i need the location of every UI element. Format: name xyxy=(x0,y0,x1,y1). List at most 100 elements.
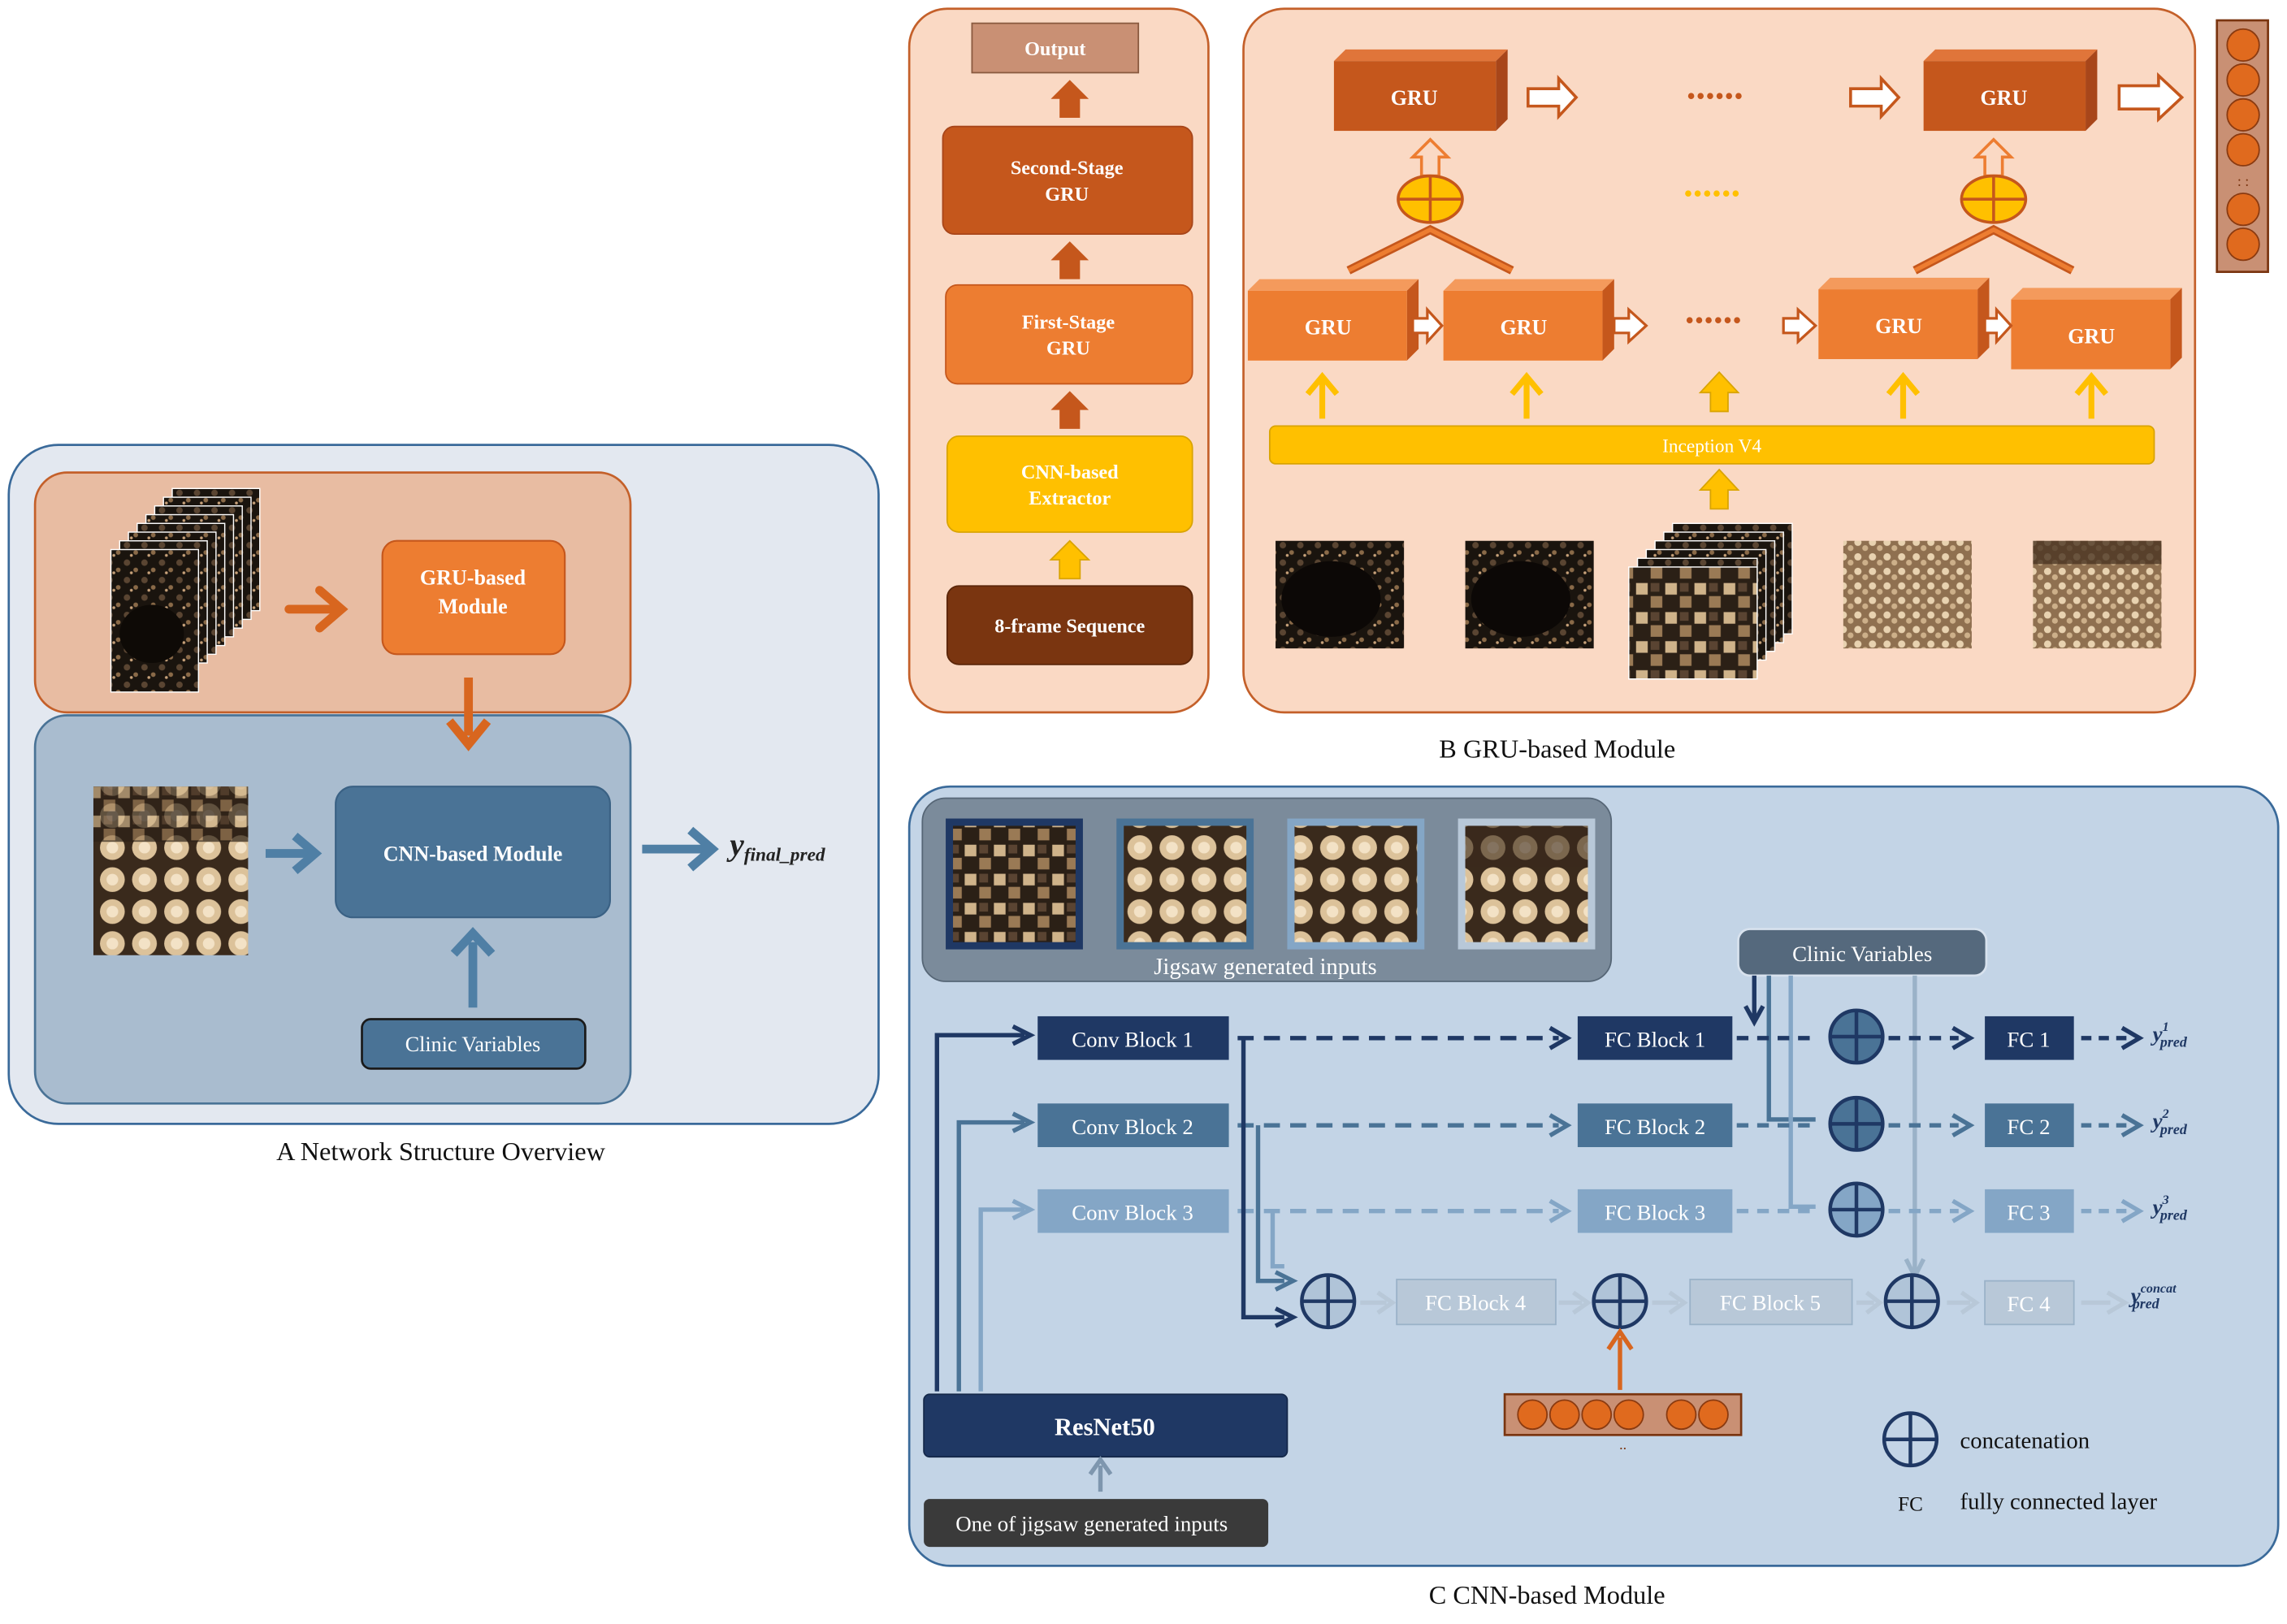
fc-block-5-label: FC Block 5 xyxy=(1720,1290,1821,1314)
frame-image xyxy=(1843,540,1972,649)
ellipsis: ...... xyxy=(1687,66,1743,108)
frame-images xyxy=(1276,522,2162,680)
clinic-vector: .. xyxy=(1503,1392,1743,1453)
first-stage-gru-row: GRU GRU GRU GRU xyxy=(1247,277,2182,370)
fc-4-label: FC 4 xyxy=(2007,1292,2051,1316)
gru-cube: GRU xyxy=(1443,279,1614,361)
concat-node xyxy=(1300,1273,1357,1330)
stack-second-gru-box xyxy=(942,125,1193,236)
input-box xyxy=(924,1499,1269,1548)
jigsaw-thumb xyxy=(1294,825,1418,942)
stack-sequence-box xyxy=(946,585,1193,665)
jigsaw-inputs-box xyxy=(921,797,1613,982)
panel-a-caption: A Network Structure Overview xyxy=(276,1137,606,1166)
fc-block-3 xyxy=(1577,1189,1733,1233)
fc-2-label: FC 2 xyxy=(2007,1115,2050,1139)
input-label: One of jigsaw generated inputs xyxy=(955,1511,1228,1535)
clinic-variables-label: Clinic Variables xyxy=(1792,942,1932,966)
ultrasound-frame-stack xyxy=(110,487,261,693)
conv-block-3-label: Conv Block 3 xyxy=(1072,1201,1193,1225)
concat-legend-icon xyxy=(1882,1411,1939,1468)
fc-2 xyxy=(1985,1103,2074,1147)
cnn-module-box xyxy=(335,786,611,919)
stack-output-box xyxy=(971,22,1140,74)
feature-block-arrow xyxy=(1698,370,1740,413)
final-pred-output: yfinal_pred xyxy=(726,826,825,865)
arrow-clinic-up xyxy=(450,927,496,1008)
lower-arrows xyxy=(1360,1290,1981,1315)
panel-c: Jigsaw generated inputs Clinic Variables… xyxy=(907,785,2280,1609)
gru-hidden-arrow xyxy=(1527,75,1579,120)
fc-3-label: FC 3 xyxy=(2007,1201,2050,1225)
dashed-arrowheads xyxy=(1548,1025,1572,1223)
jigsaw-thumbnails xyxy=(946,818,1596,950)
fc-block-2-label: FC Block 2 xyxy=(1605,1115,1705,1139)
gru-label: GRU xyxy=(2068,324,2115,348)
fc-block-1 xyxy=(1577,1016,1733,1060)
gru-label: GRU xyxy=(1501,316,1548,340)
conv-block-3 xyxy=(1037,1189,1229,1233)
lower-branch-lines xyxy=(1241,1037,1298,1328)
gru-final-arrow xyxy=(2117,71,2185,123)
stack-first-gru-box xyxy=(945,284,1193,385)
concat-nodes xyxy=(1828,1008,1885,1238)
arrow-to-output xyxy=(642,826,719,872)
ellipsis: ...... xyxy=(1685,289,1742,331)
stack-cnn-extractor-box xyxy=(946,435,1193,533)
inception-input-arrow xyxy=(1698,468,1740,510)
gru-hidden-arrow xyxy=(1613,306,1648,345)
resnet-feed-lines xyxy=(934,1024,1036,1392)
fc-1 xyxy=(1985,1016,2074,1060)
fc-block-2 xyxy=(1577,1103,1733,1147)
gru-label: GRU xyxy=(1981,86,2028,110)
conv-block-1-label: Conv Block 1 xyxy=(1072,1028,1193,1052)
gru-label: GRU xyxy=(1391,86,1438,110)
gru-label: GRU xyxy=(1875,314,1922,338)
clinic-vector-arrow xyxy=(1606,1327,1634,1390)
panel-c-caption: C CNN-based Module xyxy=(1429,1580,1665,1609)
clinic-variables-box xyxy=(1737,928,1988,977)
concat-node xyxy=(1828,1008,1885,1065)
clinic-variables-label: Clinic Variables xyxy=(405,1033,541,1056)
gru-cube: GRU xyxy=(1247,279,1419,361)
legend-concatenation: concatenation xyxy=(1960,1427,2090,1453)
fc-block-3-label: FC Block 3 xyxy=(1605,1201,1705,1225)
gru-cube: GRU xyxy=(1818,277,1990,360)
clinic-variables-box xyxy=(361,1018,587,1070)
concat-node xyxy=(1828,1181,1885,1238)
concat-node xyxy=(1883,1273,1940,1330)
panel-b-caption: B GRU-based Module xyxy=(1439,734,1675,763)
gru-hidden-arrow xyxy=(1849,75,1901,120)
vector-dots: : : xyxy=(2237,173,2249,189)
fc-4 xyxy=(1984,1280,2075,1326)
stack-sequence-label: 8-frame Sequence xyxy=(994,616,1145,638)
gru-hidden-arrow xyxy=(1983,306,2013,345)
resnet50-box xyxy=(923,1393,1289,1458)
jigsaw-label: Jigsaw generated inputs xyxy=(1154,954,1376,980)
conv-block-1 xyxy=(1037,1016,1229,1060)
gru-cube: GRU xyxy=(2011,288,2182,370)
feature-arrows xyxy=(1305,371,2108,419)
jigsaw-thumb xyxy=(1124,825,1247,942)
arrow-jigsaw-to-cnn xyxy=(265,832,323,875)
gru-hidden-arrow xyxy=(1411,306,1445,345)
gru-module-box xyxy=(381,539,566,656)
fc-block-4-label: FC Block 4 xyxy=(1425,1290,1527,1314)
ellipsis: ...... xyxy=(1683,163,1740,206)
arrow-to-gru xyxy=(284,586,349,633)
jigsaw-image xyxy=(93,786,249,955)
vector-dots: .. xyxy=(1619,1436,1626,1453)
gru-merge-nodes: ...... xyxy=(1346,137,2075,275)
conv-block-2 xyxy=(1037,1103,1229,1147)
